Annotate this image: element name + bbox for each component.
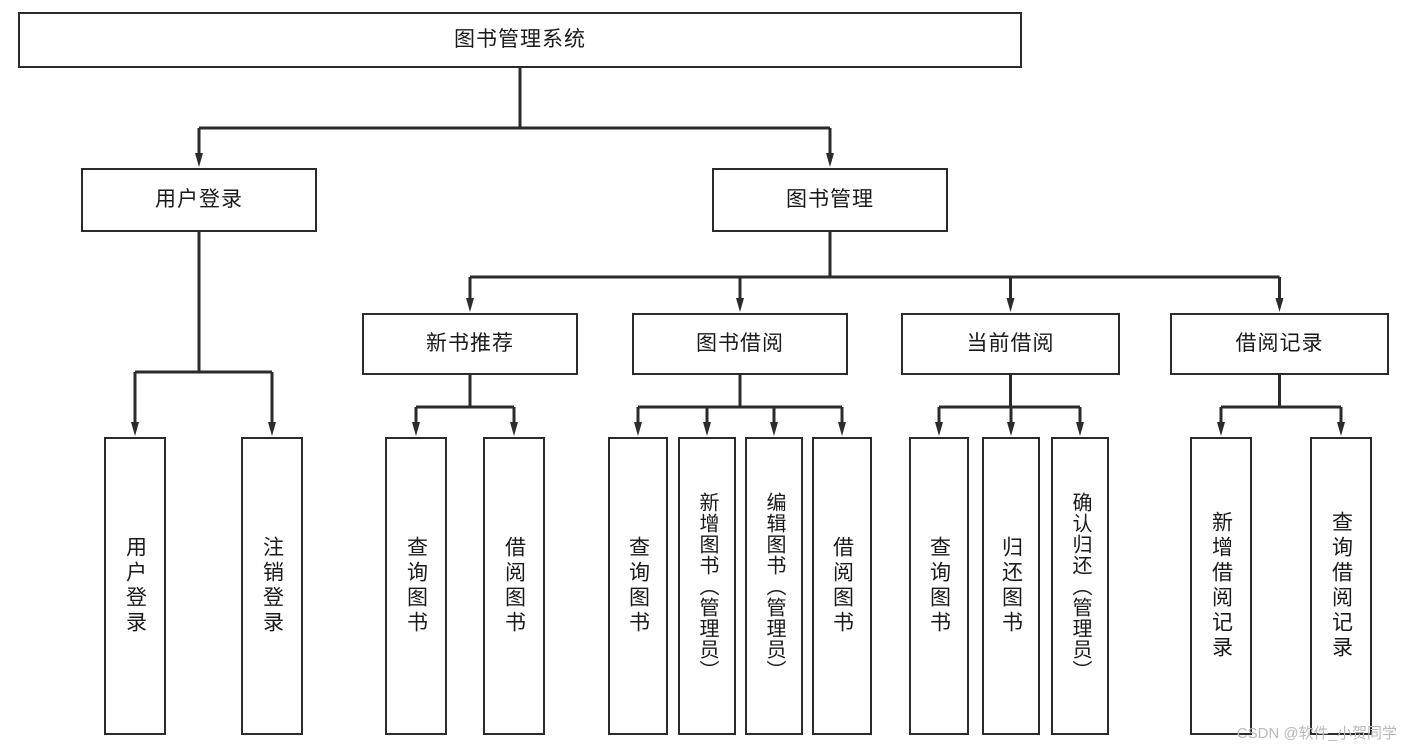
arrowhead-icon — [634, 422, 642, 436]
arrowhead-icon — [1076, 422, 1084, 436]
arrowhead-icon — [1217, 422, 1225, 436]
node-label: 查询图书 — [927, 536, 951, 636]
node-label: 新书推荐 — [426, 331, 514, 355]
arrowhead-icon — [466, 298, 474, 312]
node-label: 归还图书 — [999, 536, 1023, 636]
node-label: 注销登录 — [260, 536, 284, 636]
node-leaf_12[interactable]: 查询借阅记录 — [1310, 437, 1372, 735]
node-label: 用户登录 — [123, 536, 147, 636]
node-root[interactable]: 图书管理系统 — [18, 12, 1022, 68]
node-l2_3[interactable]: 借阅记录 — [1170, 313, 1389, 375]
node-label: 查询图书 — [626, 536, 650, 636]
node-leaf_5[interactable]: 新增图书（管理员） — [678, 437, 736, 735]
node-l2_2[interactable]: 当前借阅 — [901, 313, 1120, 375]
node-leaf_11[interactable]: 新增借阅记录 — [1190, 437, 1252, 735]
node-leaf_7[interactable]: 借阅图书 — [812, 437, 872, 735]
node-label: 确认归还（管理员） — [1069, 491, 1091, 681]
arrowhead-icon — [826, 153, 834, 167]
node-label: 新增图书（管理员） — [696, 491, 718, 681]
arrowhead-icon — [1006, 298, 1015, 312]
node-label: 新增借阅记录 — [1209, 511, 1233, 661]
arrowhead-icon — [268, 422, 276, 436]
node-leaf_1[interactable]: 注销登录 — [241, 437, 303, 735]
node-leaf_6[interactable]: 编辑图书（管理员） — [745, 437, 803, 735]
arrowhead-icon — [935, 422, 943, 436]
node-l1_1[interactable]: 图书管理 — [712, 168, 948, 232]
node-l1_0[interactable]: 用户登录 — [81, 168, 317, 232]
arrowhead-icon — [770, 422, 778, 436]
node-label: 编辑图书（管理员） — [763, 491, 785, 681]
node-l2_0[interactable]: 新书推荐 — [362, 313, 578, 375]
arrowhead-icon — [838, 422, 846, 436]
node-leaf_9[interactable]: 归还图书 — [982, 437, 1040, 735]
arrowhead-icon — [1275, 298, 1284, 312]
arrowhead-icon — [703, 422, 711, 436]
node-leaf_3[interactable]: 借阅图书 — [483, 437, 545, 735]
arrowhead-icon — [736, 298, 744, 312]
node-label: 借阅记录 — [1235, 331, 1324, 355]
arrowhead-icon — [195, 153, 203, 167]
node-leaf_8[interactable]: 查询图书 — [909, 437, 969, 735]
node-label: 图书管理系统 — [454, 27, 586, 51]
node-label: 当前借阅 — [966, 331, 1055, 355]
arrowhead-icon — [131, 422, 139, 436]
arrowhead-icon — [1337, 422, 1345, 436]
node-leaf_0[interactable]: 用户登录 — [104, 437, 166, 735]
node-label: 用户登录 — [155, 187, 243, 211]
arrowhead-icon — [1007, 422, 1015, 436]
node-leaf_2[interactable]: 查询图书 — [385, 437, 447, 735]
node-label: 查询借阅记录 — [1329, 511, 1353, 661]
node-leaf_10[interactable]: 确认归还（管理员） — [1051, 437, 1109, 735]
node-label: 查询图书 — [404, 536, 428, 636]
arrowhead-icon — [412, 422, 420, 436]
arrowhead-icon — [510, 422, 518, 436]
node-label: 借阅图书 — [502, 536, 526, 636]
node-leaf_4[interactable]: 查询图书 — [608, 437, 668, 735]
node-l2_1[interactable]: 图书借阅 — [632, 313, 848, 375]
node-label: 图书借阅 — [696, 331, 784, 355]
node-label: 图书管理 — [786, 187, 874, 211]
node-label: 借阅图书 — [830, 536, 854, 636]
